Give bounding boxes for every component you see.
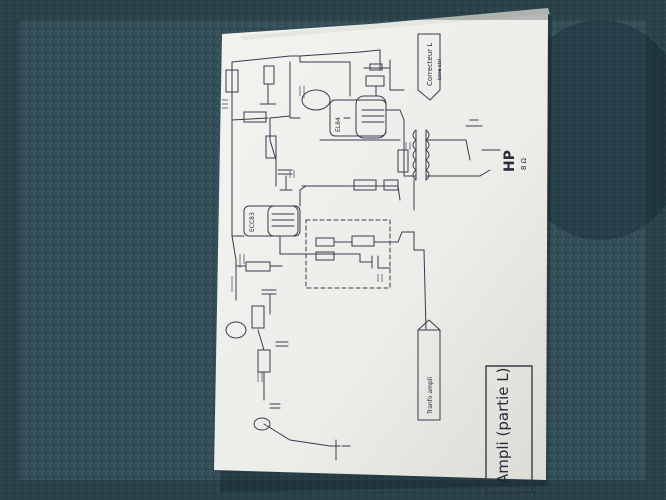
tube-lower-label: ECC83 bbox=[249, 212, 256, 232]
title-box bbox=[485, 365, 533, 495]
terminal-top-label: Correcteur L bbox=[426, 43, 434, 86]
tube-upper-label: EL84 bbox=[335, 117, 342, 132]
speaker-sublabel: 8 Ω bbox=[520, 157, 528, 170]
title-label: Ampli (partie L) bbox=[494, 368, 512, 484]
schematic bbox=[225, 33, 501, 461]
paper-sheet bbox=[214, 12, 548, 480]
terminal-bottom-label: Tranfo ampli bbox=[427, 377, 434, 415]
speaker-label: HP bbox=[502, 150, 518, 172]
terminal-top-sublabel: tone ctrl bbox=[437, 59, 443, 80]
